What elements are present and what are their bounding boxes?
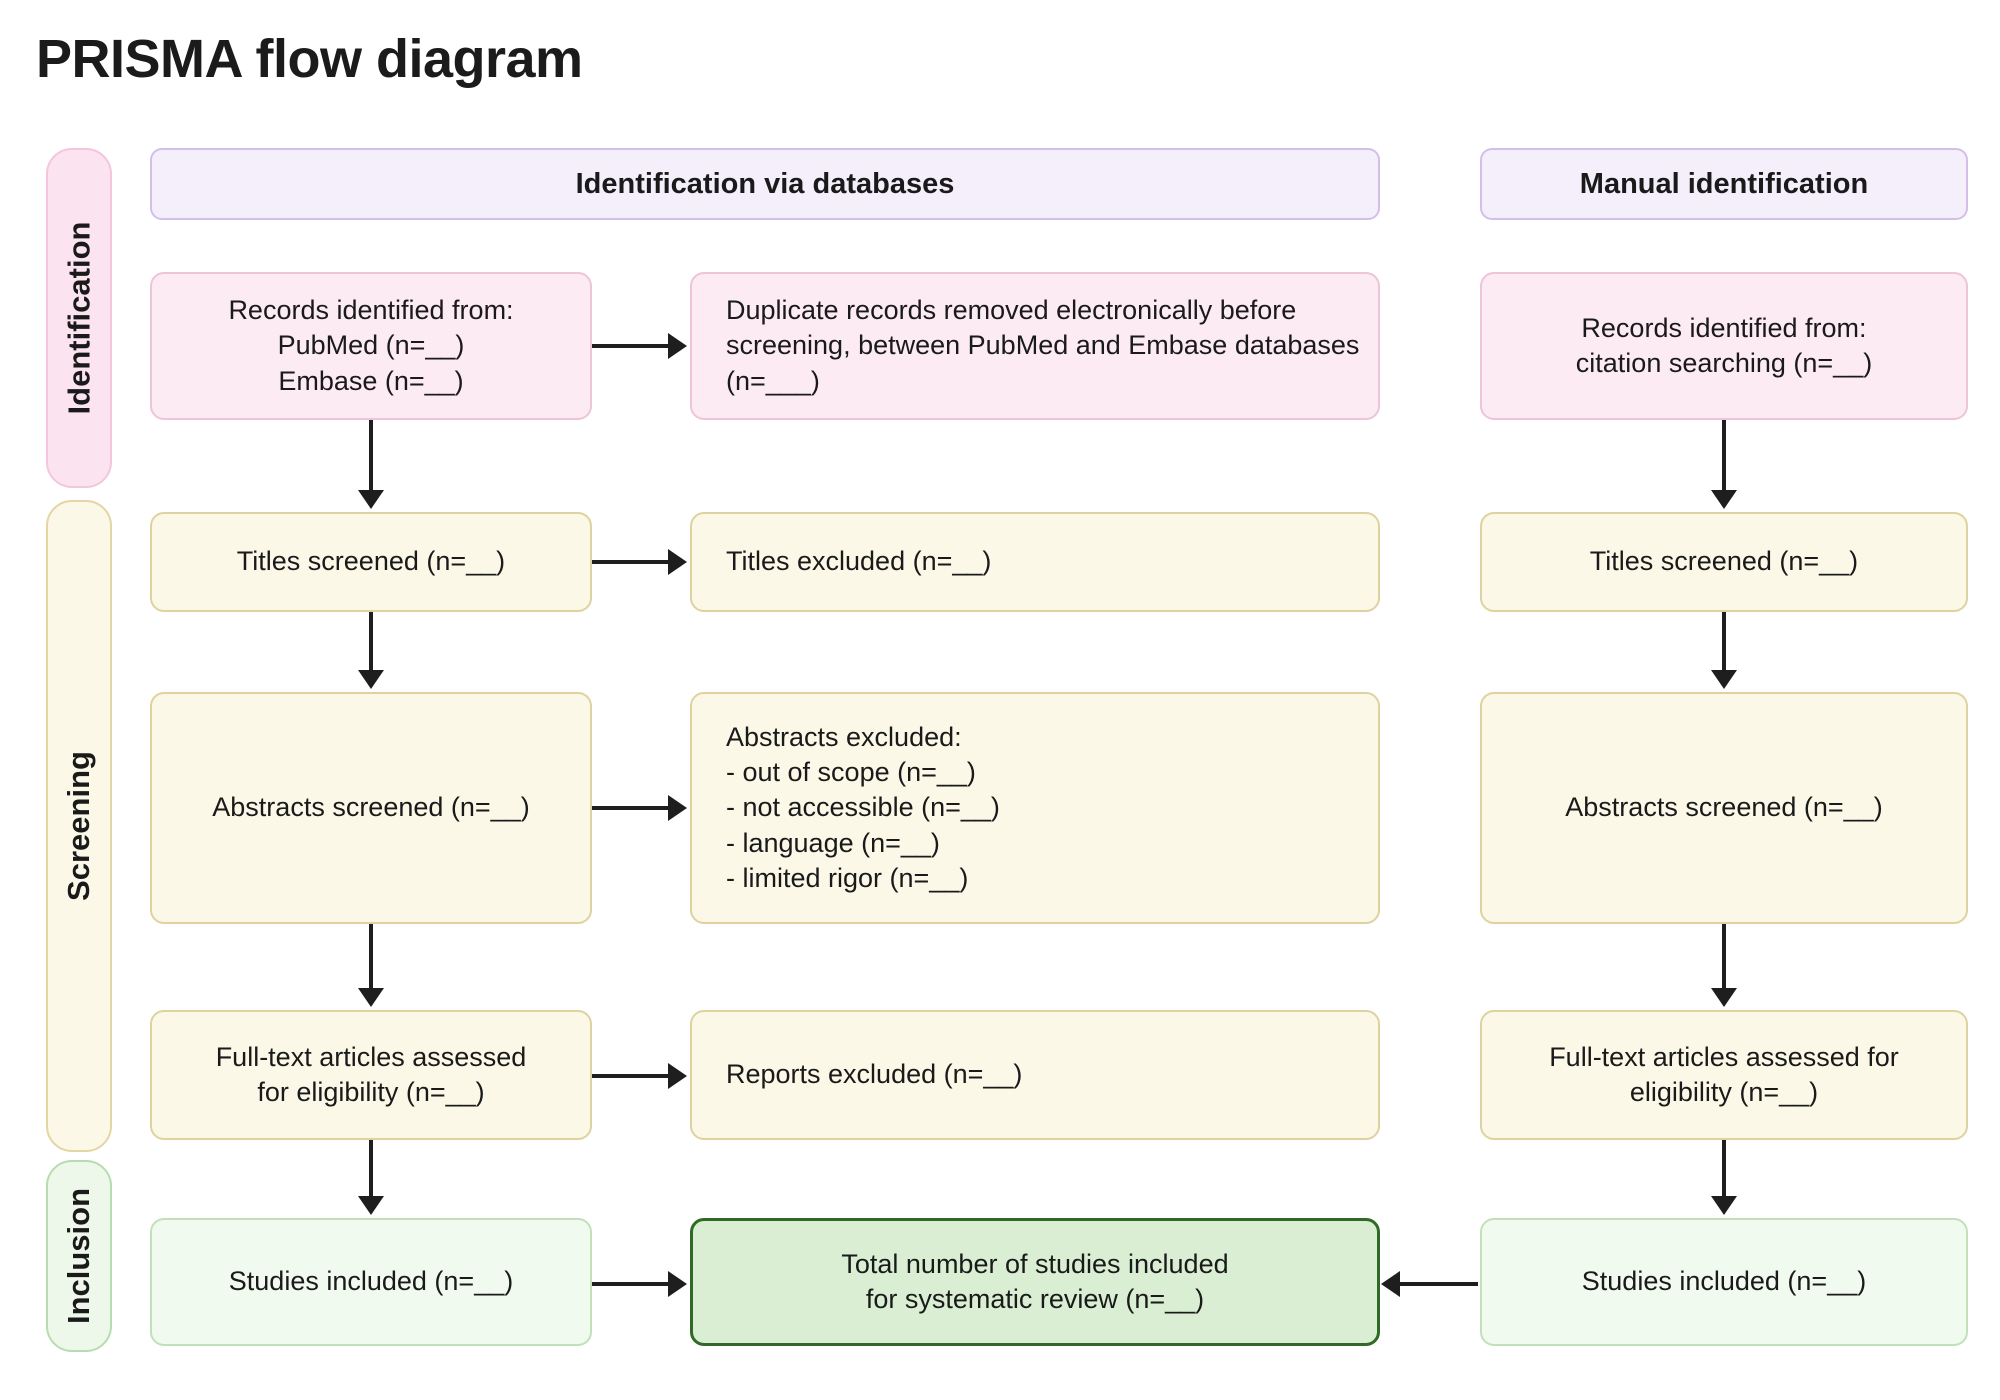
node-studies-included-manual: Studies included (n=__) — [1480, 1218, 1968, 1346]
banner-manual-label: Manual identification — [1579, 167, 1869, 200]
node-reports-excluded: Reports excluded (n=__) — [690, 1010, 1380, 1140]
node-fulltext-assessed-databases: Full-text articles assessed for eligibil… — [150, 1010, 592, 1140]
node-fulltext-assessed-databases-text: Full-text articles assessed for eligibil… — [215, 1041, 527, 1107]
node-duplicate-records-removed: Duplicate records removed electronically… — [690, 272, 1380, 420]
stage-rail-identification-label: Identification — [61, 221, 97, 415]
stage-rail-inclusion-label: Inclusion — [61, 1187, 97, 1325]
node-total-studies-included: Total number of studies included for sys… — [690, 1218, 1380, 1346]
node-records-identified-databases-text: Records identified from: PubMed (n=__) E… — [228, 295, 514, 396]
node-reports-excluded-text: Reports excluded (n=__) — [726, 1059, 1023, 1090]
node-studies-included-databases-text: Studies included (n=__) — [228, 1266, 514, 1297]
node-titles-excluded: Titles excluded (n=__) — [690, 512, 1380, 612]
banner-identification-via-databases: Identification via databases — [150, 148, 1380, 220]
node-fulltext-assessed-manual-text: Full-text articles assessed for eligibil… — [1549, 1041, 1899, 1107]
node-studies-included-manual-text: Studies included (n=__) — [1581, 1266, 1867, 1297]
node-abstracts-screened-manual: Abstracts screened (n=__) — [1480, 692, 1968, 924]
node-records-identified-databases: Records identified from: PubMed (n=__) E… — [150, 272, 592, 420]
node-total-studies-included-text: Total number of studies included for sys… — [841, 1248, 1229, 1314]
stage-rail-screening-label: Screening — [61, 751, 97, 901]
node-abstracts-excluded-text: Abstracts excluded: - out of scope (n=__… — [726, 722, 1000, 893]
node-titles-screened-manual: Titles screened (n=__) — [1480, 512, 1968, 612]
node-records-identified-manual: Records identified from: citation search… — [1480, 272, 1968, 420]
node-titles-excluded-text: Titles excluded (n=__) — [726, 546, 992, 577]
node-duplicate-records-removed-text: Duplicate records removed electronically… — [726, 295, 1360, 396]
node-abstracts-excluded: Abstracts excluded: - out of scope (n=__… — [690, 692, 1380, 924]
node-fulltext-assessed-manual: Full-text articles assessed for eligibil… — [1480, 1010, 1968, 1140]
stage-rail-identification: Identification — [46, 148, 112, 488]
node-abstracts-screened-manual-text: Abstracts screened (n=__) — [1565, 792, 1883, 823]
node-titles-screened-databases-text: Titles screened (n=__) — [236, 546, 506, 577]
banner-manual-identification: Manual identification — [1480, 148, 1968, 220]
node-records-identified-manual-text: Records identified from: citation search… — [1575, 312, 1873, 378]
stage-rail-screening: Screening — [46, 500, 112, 1152]
banner-databases-label: Identification via databases — [575, 167, 955, 200]
node-studies-included-databases: Studies included (n=__) — [150, 1218, 592, 1346]
node-abstracts-screened-databases: Abstracts screened (n=__) — [150, 692, 592, 924]
page-title: PRISMA flow diagram — [36, 29, 583, 89]
stage-rail-inclusion: Inclusion — [46, 1160, 112, 1352]
node-titles-screened-manual-text: Titles screened (n=__) — [1589, 546, 1859, 577]
node-titles-screened-databases: Titles screened (n=__) — [150, 512, 592, 612]
node-abstracts-screened-databases-text: Abstracts screened (n=__) — [212, 792, 530, 823]
